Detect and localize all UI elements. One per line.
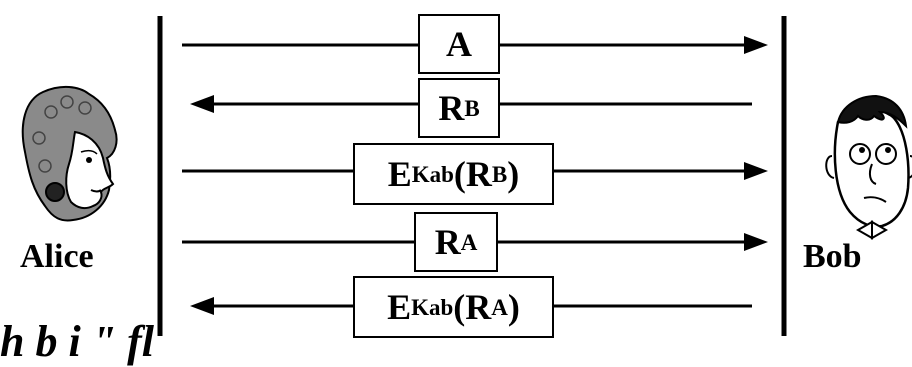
message-3-func: E <box>388 156 412 192</box>
bob-label: Bob <box>803 240 862 274</box>
message-4-subscript: A <box>461 231 478 254</box>
bottom-caption-fragment: h b i " fl <box>0 316 154 367</box>
message-3-text: R <box>466 156 492 192</box>
bob-portrait <box>826 96 912 238</box>
message-2-text: R <box>438 90 464 126</box>
message-3-func-subscript: Kab <box>412 163 454 186</box>
message-1-box: A <box>418 14 500 74</box>
message-5-open-paren: ( <box>453 289 465 325</box>
message-3-subscript: B <box>492 163 507 186</box>
message-1-text: A <box>446 26 472 62</box>
alice-label: Alice <box>20 240 94 274</box>
message-5-func: E <box>387 289 411 325</box>
message-3-open-paren: ( <box>454 156 466 192</box>
message-5-func-subscript: Kab <box>411 296 453 319</box>
alice-portrait <box>23 87 117 221</box>
message-5-subscript: A <box>491 296 508 319</box>
message-5-close-paren: ) <box>508 289 520 325</box>
message-4-text: R <box>435 224 461 260</box>
message-3-close-paren: ) <box>507 156 519 192</box>
message-2-subscript: B <box>464 97 479 120</box>
message-5-text: R <box>465 289 491 325</box>
